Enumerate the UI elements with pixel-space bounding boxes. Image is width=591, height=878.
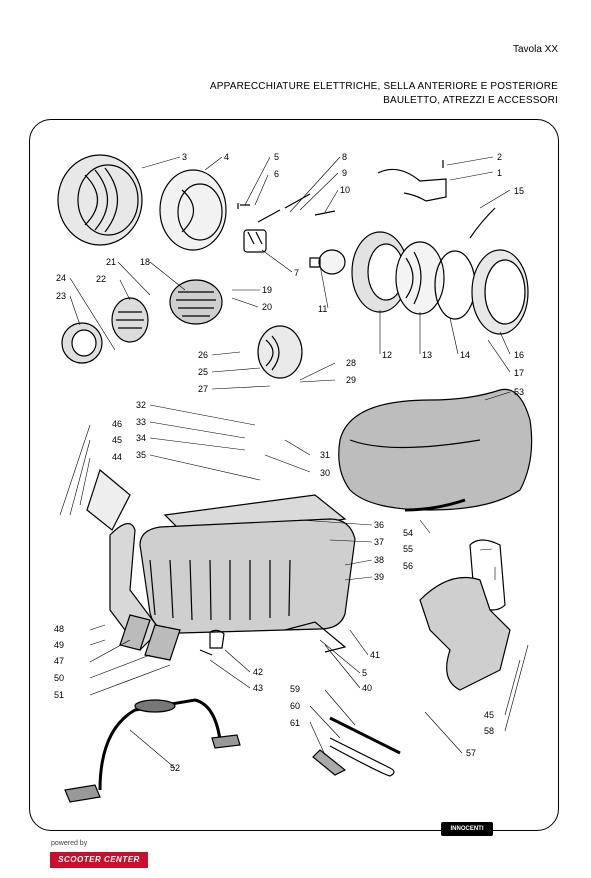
innocenti-logo: INNOCENTI <box>441 822 493 836</box>
part-label-34: 34 <box>136 433 146 443</box>
part-label-43: 43 <box>253 683 263 693</box>
part-label-49: 49 <box>54 640 64 650</box>
headlamp-icon <box>57 154 143 246</box>
part-label-53: 53 <box>514 387 524 397</box>
part-label-30: 30 <box>320 468 330 478</box>
title-line-2: BAULETTO, ATREZZI E ACCESSORI <box>383 95 558 106</box>
part-label-20: 20 <box>262 302 272 312</box>
part-label-1: 1 <box>497 168 502 178</box>
diagram-frame <box>29 119 559 831</box>
part-label-31: 31 <box>320 450 330 460</box>
part-number-labels: 1 2 3 4 5 6 7 8 9 10 11 12 13 14 15 16 1… <box>54 152 524 773</box>
part-label-21: 21 <box>106 257 116 267</box>
scooter-center-logo[interactable]: SCOOTER CENTER <box>50 852 148 868</box>
part-label-27: 27 <box>198 384 208 394</box>
part-label-48: 48 <box>54 624 64 634</box>
part-label-5b: 5 <box>362 668 367 678</box>
part-label-8: 8 <box>342 152 347 162</box>
part-label-28: 28 <box>346 358 356 368</box>
reflector-icon <box>159 169 227 251</box>
part-label-13: 13 <box>422 350 432 360</box>
part-label-52: 52 <box>170 763 180 773</box>
part-label-25: 25 <box>198 367 208 377</box>
title-line-1: APPARECCHIATURE ELETTRICHE, SELLA ANTERI… <box>209 81 558 92</box>
part-label-39: 39 <box>374 572 384 582</box>
part-label-7: 7 <box>294 268 299 278</box>
part-label-6: 6 <box>274 169 279 179</box>
part-label-9: 9 <box>342 168 347 178</box>
part-label-36: 36 <box>374 520 384 530</box>
saddle-icon <box>338 388 533 511</box>
part-label-46: 46 <box>112 419 122 429</box>
plate-number: Tavola XX <box>512 44 558 55</box>
part-label-47: 47 <box>54 656 64 666</box>
part-label-40: 40 <box>362 683 372 693</box>
part-label-35: 35 <box>136 450 146 460</box>
part-label-42: 42 <box>253 667 263 677</box>
part-label-61: 61 <box>290 718 300 728</box>
part-label-3: 3 <box>182 152 187 162</box>
part-label-26: 26 <box>198 350 208 360</box>
part-label-29: 29 <box>346 375 356 385</box>
part-label-17: 17 <box>514 368 524 378</box>
toolbox-icon <box>139 494 356 634</box>
part-label-10: 10 <box>340 185 350 195</box>
part-label-18: 18 <box>140 257 150 267</box>
part-label-51: 51 <box>54 690 64 700</box>
part-label-50: 50 <box>54 673 64 683</box>
part-label-45b: 45 <box>484 710 494 720</box>
part-label-59: 59 <box>290 684 300 694</box>
part-label-23: 23 <box>56 291 66 301</box>
part-label-55: 55 <box>403 544 413 554</box>
part-label-57: 57 <box>466 748 476 758</box>
part-label-32: 32 <box>136 400 146 410</box>
part-label-14: 14 <box>460 350 470 360</box>
powered-by-label: powered by <box>51 840 88 847</box>
part-label-41: 41 <box>370 650 380 660</box>
part-label-12: 12 <box>382 350 392 360</box>
part-label-60: 60 <box>290 701 300 711</box>
part-label-2: 2 <box>497 152 502 162</box>
part-label-22: 22 <box>96 274 106 284</box>
part-label-5: 5 <box>274 152 279 162</box>
part-label-45: 45 <box>112 435 122 445</box>
page-title: APPARECCHIATURE ELETTRICHE, SELLA ANTERI… <box>210 80 558 108</box>
part-label-58: 58 <box>484 726 494 736</box>
part-label-24: 24 <box>56 273 66 283</box>
horn-icon <box>257 325 303 379</box>
part-label-11: 11 <box>318 304 327 314</box>
part-label-4: 4 <box>224 152 229 162</box>
part-label-15: 15 <box>514 186 524 196</box>
part-label-33: 33 <box>136 417 146 427</box>
part-label-38: 38 <box>374 555 384 565</box>
part-label-37: 37 <box>374 537 384 547</box>
part-label-56: 56 <box>403 561 413 571</box>
part-label-54: 54 <box>403 528 413 538</box>
part-label-44: 44 <box>112 452 122 462</box>
stand-icon <box>64 698 241 803</box>
part-label-19: 19 <box>262 285 272 295</box>
part-label-16: 16 <box>514 350 524 360</box>
